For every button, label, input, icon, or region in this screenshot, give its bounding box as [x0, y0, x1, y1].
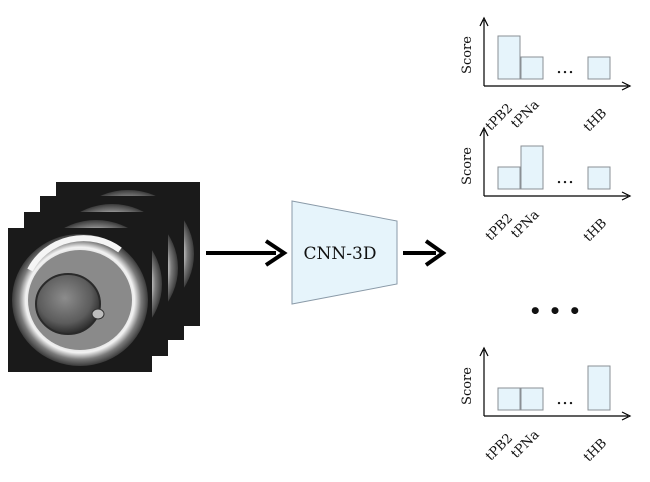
bar-tPB2 [497, 387, 521, 411]
charts-ellipsis: • • • [529, 299, 581, 323]
score-chart-2: Score … tPB2 tPNa tHB [460, 126, 632, 245]
bar-tPNa [520, 145, 544, 190]
right-arrow-icon [403, 239, 447, 267]
bar-ellipsis: … [556, 388, 574, 409]
bar-ellipsis: … [556, 167, 574, 188]
bar-tPB2 [497, 166, 521, 190]
tick-tPNa: tPNa [509, 207, 543, 241]
tick-tPNa: tPNa [509, 97, 543, 131]
tick-tHB: tHB [581, 436, 610, 465]
bar-tHB [587, 56, 611, 80]
cnn-3d-label: CNN-3D [304, 244, 377, 264]
chart-ylabel: Score [460, 36, 475, 74]
right-arrow-icon [206, 239, 288, 267]
tick-tPNa: tPNa [509, 427, 543, 461]
bar-tPB2 [497, 35, 521, 80]
chart-ylabel: Score [460, 367, 475, 405]
score-chart-1: Score … tPB2 tPNa tHB [460, 16, 632, 135]
bar-ellipsis: … [556, 57, 574, 78]
cnn-3d-block: CNN-3D [291, 200, 398, 305]
chart-ylabel: Score [460, 147, 475, 185]
embryo-frame-stack [8, 182, 200, 372]
tick-tHB: tHB [581, 216, 610, 245]
score-chart-3: Score … tPB2 tPNa tHB [460, 346, 632, 465]
bar-tPNa [520, 56, 544, 80]
bar-tHB [587, 166, 611, 190]
bar-tPNa [520, 387, 544, 411]
tick-tHB: tHB [581, 106, 610, 135]
bar-tHB [587, 365, 611, 411]
embryo-frame-front [8, 228, 152, 372]
